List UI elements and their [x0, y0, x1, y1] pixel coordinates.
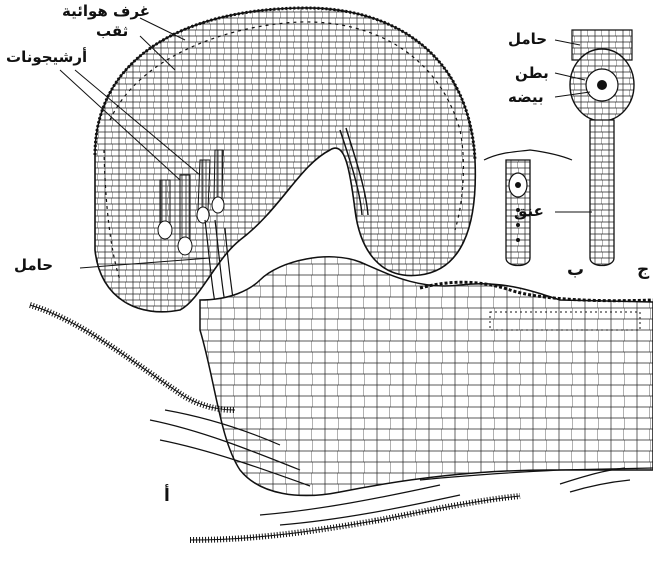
label-egg: بيضه: [508, 90, 544, 105]
label-pore: ثقب: [96, 24, 128, 39]
label-air-chambers: غرف هوائية: [62, 4, 150, 19]
thallus-body: [200, 257, 653, 496]
label-venter: بطن: [515, 66, 549, 81]
archegonium-c: [570, 30, 634, 266]
label-archegonia: أرشيجونات: [6, 50, 87, 65]
label-stalk-c: حامل: [508, 32, 547, 47]
figure-letter-c: ج: [637, 262, 649, 279]
figure-letter-a: أ: [164, 488, 170, 505]
label-stalk: حامل: [14, 258, 53, 273]
figure-letter-b: ب: [567, 262, 584, 279]
label-neck: عنق: [514, 204, 544, 219]
